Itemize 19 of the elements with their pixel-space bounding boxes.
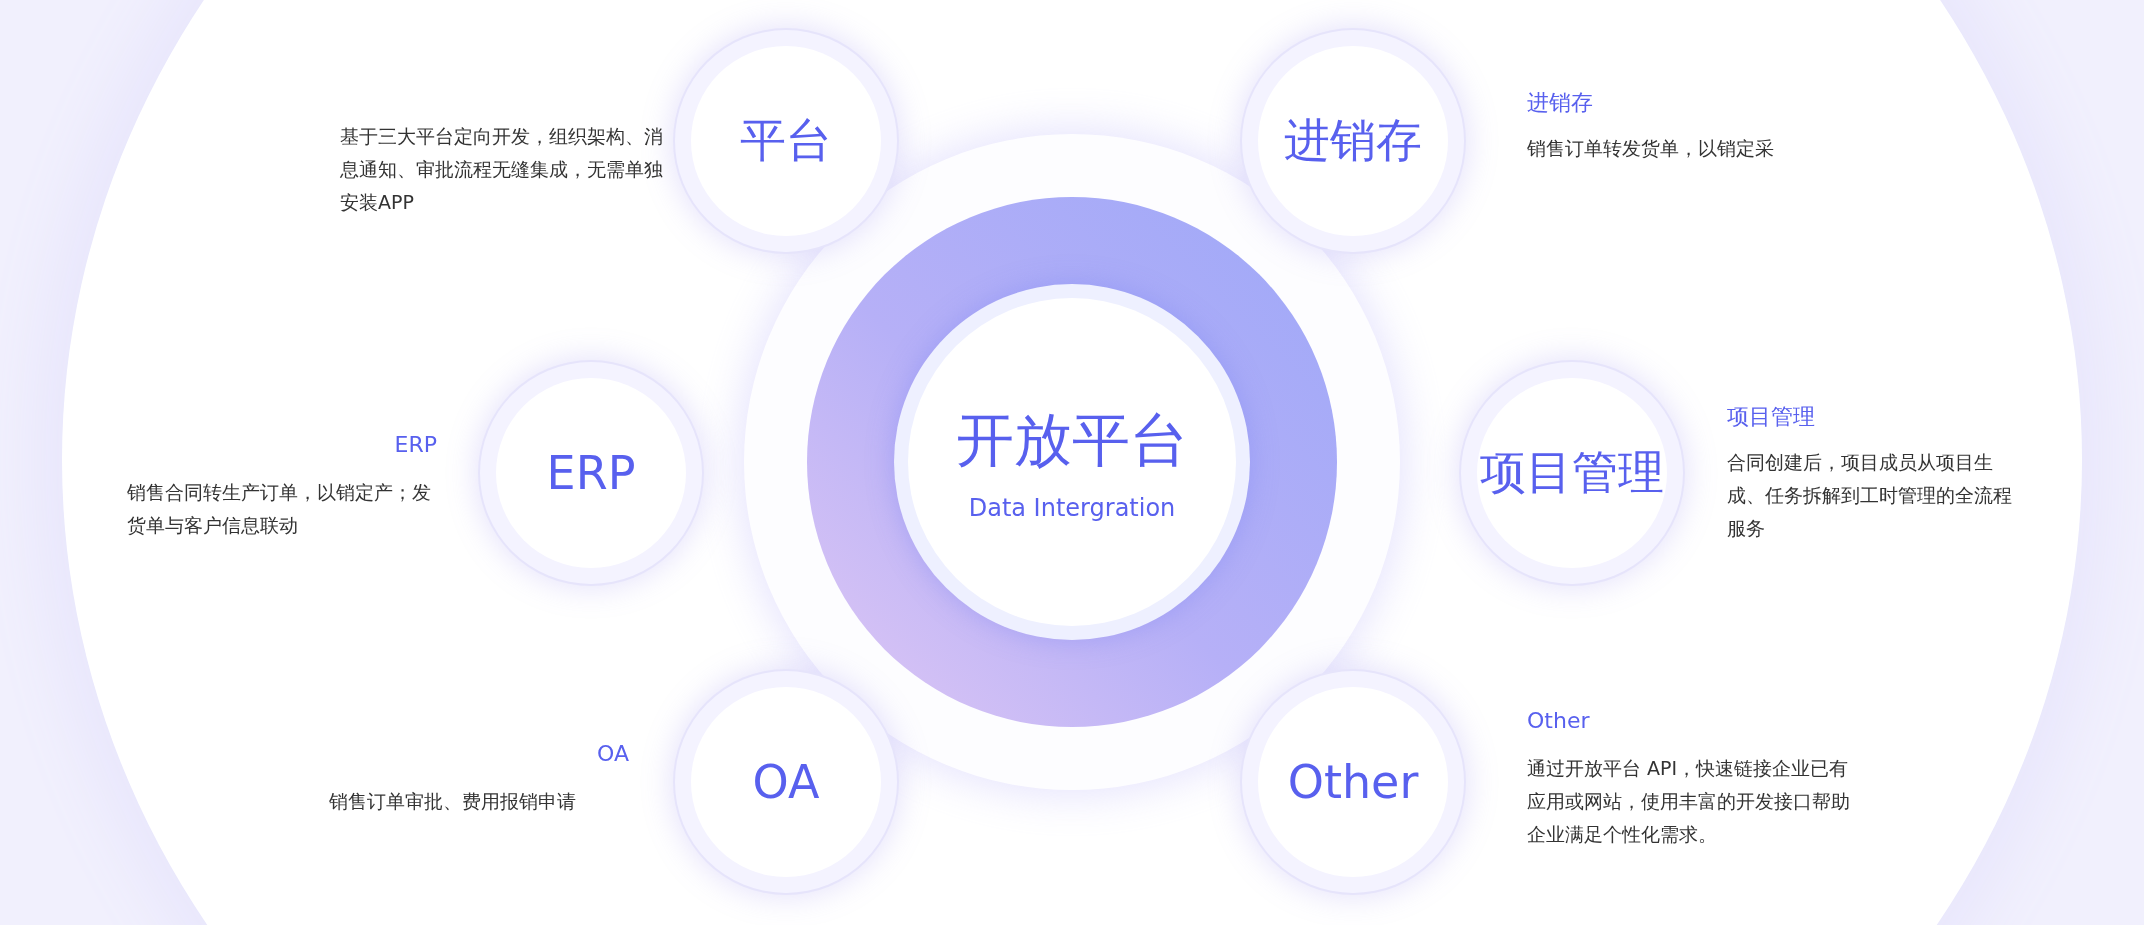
category-heading: 项目管理 [1727, 403, 1815, 431]
description: 销售订单转发货单，以销定采 [1527, 136, 1775, 161]
circle-label: ERP [546, 446, 636, 500]
description: 合同创建后，项目成员从项目生成、任务拆解到工时管理的全流程服务 [1727, 450, 2013, 541]
circle-label: 项目管理 [1480, 444, 1664, 501]
circle-label: Other [1287, 755, 1419, 809]
description: 基于三大平台定向开发，组织架构、消息通知、审批流程无缝集成，无需单独安装APP [340, 124, 664, 215]
description: 销售合同转生产订单，以销定产；发货单与客户信息联动 [127, 480, 432, 538]
category-heading: Other [1527, 708, 1590, 733]
category-heading: ERP [394, 432, 437, 457]
center-title: 开放平台 [956, 405, 1188, 476]
center-subtitle: Data Intergration [968, 494, 1176, 522]
description: 销售订单审批、费用报销申请 [329, 789, 577, 814]
category-heading: 进销存 [1527, 89, 1593, 117]
circle-label: 进销存 [1284, 112, 1422, 169]
category-heading: OA [597, 741, 629, 766]
description: 通过开放平台 API，快速链接企业已有应用或网站，使用丰富的开发接口帮助企业满足个性化需求。 [1527, 756, 1851, 847]
circle-label: 平台 [740, 112, 832, 169]
circle-label: OA [752, 755, 820, 809]
